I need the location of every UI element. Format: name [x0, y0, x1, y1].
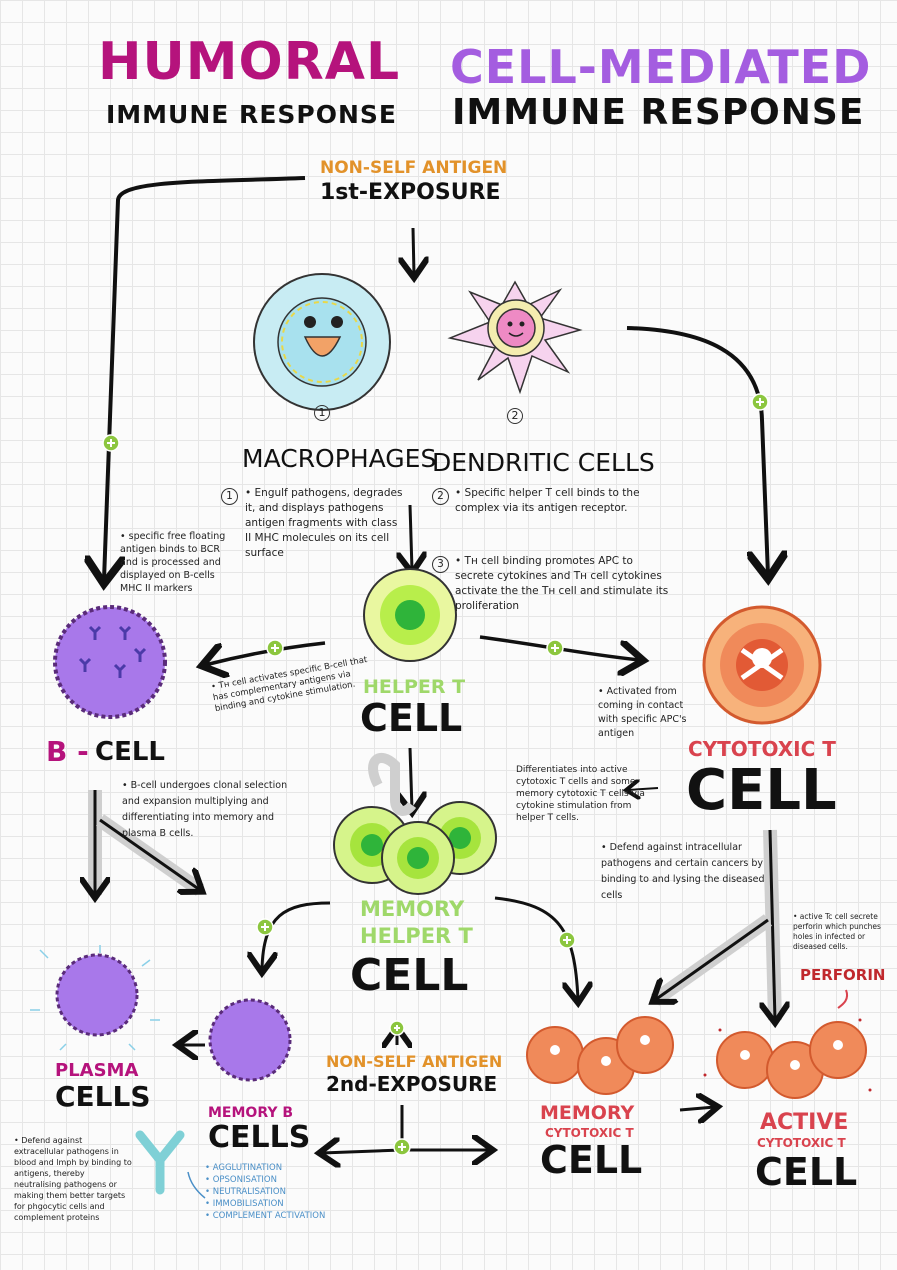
action-immobilisation: • IMMOBILISATION: [205, 1199, 284, 1209]
antibody-illustration: [135, 1130, 185, 1195]
perforin-label: PERFORIN: [800, 966, 886, 984]
memory-cytotoxic-line1: MEMORY: [540, 1102, 635, 1124]
memory-helper-line3: CELL: [350, 950, 469, 1001]
memory-b-label: MEMORY B: [208, 1105, 294, 1121]
macrophages-label: MACROPHAGES: [242, 444, 437, 473]
first-antigen-label: NON-SELF ANTIGEN: [320, 158, 508, 178]
cytotoxic-cell-label: CELL: [686, 758, 837, 823]
note2-number: 2: [432, 488, 449, 505]
macrophage-illustration: [253, 273, 391, 411]
helper-t-illustration: [363, 568, 457, 662]
dendritic-label: DENDRITIC CELLS: [432, 448, 655, 477]
humoral-title: HUMORAL: [98, 32, 401, 92]
dendritic-number: 2: [507, 408, 523, 424]
helper-binding-note: • Specific helper T cell binds to the co…: [455, 487, 640, 514]
cytotoxic-t-label: CYTOTOXIC T: [688, 737, 836, 761]
memory-cytotoxic-line2: CYTOTOXIC T: [545, 1126, 634, 1140]
active-line3: CELL: [755, 1150, 858, 1194]
differentiates-note: Differentiates into active cytotoxic T c…: [516, 765, 645, 823]
humoral-subtitle: IMMUNE RESPONSE: [106, 100, 397, 129]
cytotoxic-activated-note: • Activated from coming in contact with …: [598, 686, 687, 739]
memory-b-cells-label: CELLS: [208, 1120, 311, 1155]
cytokine-note: • Tʜ cell binding promotes APC to secret…: [455, 555, 669, 612]
antibody-actions-list: • AGGLUTINATION • OPSONISATION • NEUTRAL…: [205, 1162, 325, 1222]
memory-helper-line1: MEMORY: [360, 897, 465, 921]
cytotoxic-defend-note: • Defend against intracellular pathogens…: [601, 842, 765, 901]
second-antigen-label: NON-SELF ANTIGEN: [326, 1052, 503, 1071]
memory-cytotoxic-line3: CELL: [540, 1138, 643, 1182]
b-cell-label: CELL: [95, 737, 165, 767]
perforin-note: • active Tc cell secrete perforin which …: [793, 912, 881, 951]
plasma-cell-illustration: [30, 945, 160, 1051]
active-cytotoxic-illustration: [703, 1018, 872, 1099]
cytotoxic-t-illustration: [702, 605, 822, 725]
clonal-selection-note: • B-cell undergoes clonal selection and …: [122, 780, 288, 839]
plasma-label: PLASMA: [55, 1060, 139, 1081]
macrophage-number: 1: [314, 405, 330, 421]
b-cell-illustration: [53, 605, 167, 719]
note1-number: 1: [221, 488, 238, 505]
helper-cell-label: CELL: [360, 696, 463, 740]
action-agglutination: • AGGLUTINATION: [205, 1163, 283, 1173]
cell-mediated-title: CELL-MEDIATED: [450, 40, 872, 94]
first-exposure-label: 1st-EXPOSURE: [320, 180, 501, 205]
cell-mediated-subtitle: IMMUNE RESPONSE: [452, 92, 865, 133]
plasma-cells-label: CELLS: [55, 1080, 151, 1113]
action-neutralisation: • NEUTRALISATION: [205, 1187, 286, 1197]
active-line2: CYTOTOXIC T: [757, 1136, 846, 1150]
bcr-note: • specific free floating antigen binds t…: [120, 531, 226, 594]
plasma-defend-note: • Defend against extracellular pathogens…: [14, 1136, 132, 1222]
b-cell-prefix: B -: [46, 735, 89, 768]
action-opsonisation: • OPSONISATION: [205, 1175, 277, 1185]
memory-cytotoxic-illustration: [526, 1016, 674, 1095]
memory-helper-line2: HELPER T: [360, 924, 473, 948]
active-line1: ACTIVE: [760, 1110, 849, 1135]
macrophage-note: • Engulf pathogens, degrades it, and dis…: [245, 487, 403, 559]
action-complement: • COMPLEMENT ACTIVATION: [205, 1211, 326, 1221]
memory-helper-illustration: [333, 801, 497, 895]
note3-number: 3: [432, 556, 449, 573]
helper-t-label: HELPER T: [363, 676, 466, 698]
second-exposure-label: 2nd-EXPOSURE: [326, 1072, 498, 1096]
memory-b-illustration: [208, 998, 292, 1082]
dendritic-illustration: [447, 280, 583, 395]
